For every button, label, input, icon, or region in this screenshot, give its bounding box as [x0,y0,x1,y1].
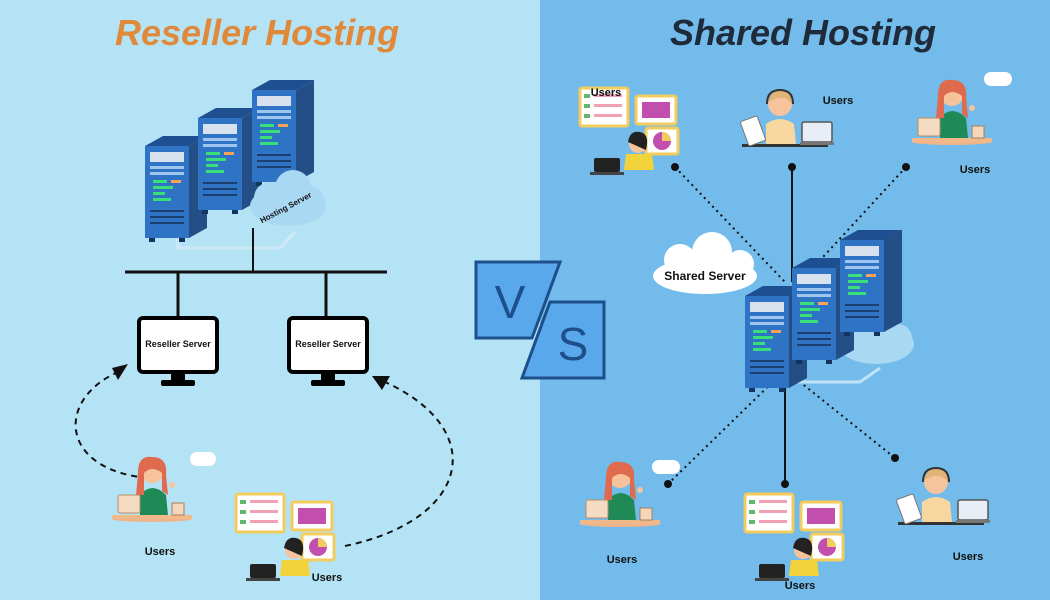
user-avatar-icon [895,466,991,526]
reseller-users-1-label: Users [145,546,176,558]
reseller-server-2: Reseller Server [287,316,369,388]
shared-server-cluster [745,230,914,392]
reseller-server-1-label: Reseller Server [145,339,211,349]
shared-user-bottom-left: Users [579,460,680,566]
shared-user-bottom-center: Users [743,492,845,592]
shared-users-top-left-label: Users [591,87,622,99]
speech-bubble-icon [190,452,216,466]
shared-server-bubble: Shared Server [653,232,757,294]
reseller-user-2: Users [234,492,343,584]
vs-logo: V S [474,260,606,380]
shared-user-top-left: Users [578,86,680,177]
monitor-icon [287,316,369,388]
reseller-server-1: Reseller Server [137,316,219,388]
vs-letter-s: S [558,318,589,370]
user-avatar-icon [743,492,845,583]
monitor-icon [137,316,219,388]
shared-user-top-right: Users [911,72,1012,176]
shared-hosting-title: Shared Hosting [670,12,937,53]
user-avatar-icon [578,86,680,177]
reseller-user-1: Users [111,452,216,558]
shared-user-bottom-right: Users [895,466,991,563]
shared-user-top-center: Users [739,88,854,148]
network-bus [125,228,387,316]
dashed-arrow-left [74,371,149,479]
hosting-server-cluster: Hosting Server [145,80,326,250]
shared-users-bottom-right-label: Users [953,551,984,563]
reseller-users-2-label: Users [312,572,343,584]
dashed-arrow-right [344,381,454,547]
shared-users-bottom-center-label: Users [785,580,816,592]
arrow-head-icon [112,364,128,380]
user-avatar-icon [234,492,336,583]
user-avatar-icon [739,88,835,148]
user-avatar-icon [579,461,661,528]
reseller-hosting-title: Reseller Hosting [115,12,400,53]
speech-bubble-icon [652,460,680,474]
shared-users-top-right-label: Users [960,164,991,176]
reseller-server-2-label: Reseller Server [295,339,361,349]
arrow-head-icon [372,376,390,390]
shared-server-label: Shared Server [664,269,746,283]
user-avatar-icon [911,79,993,146]
shared-users-bottom-left-label: Users [607,554,638,566]
vs-letter-v: V [495,276,526,328]
user-avatar-icon [111,456,193,523]
speech-bubble-icon [984,72,1012,86]
shared-users-top-center-label: Users [823,95,854,107]
